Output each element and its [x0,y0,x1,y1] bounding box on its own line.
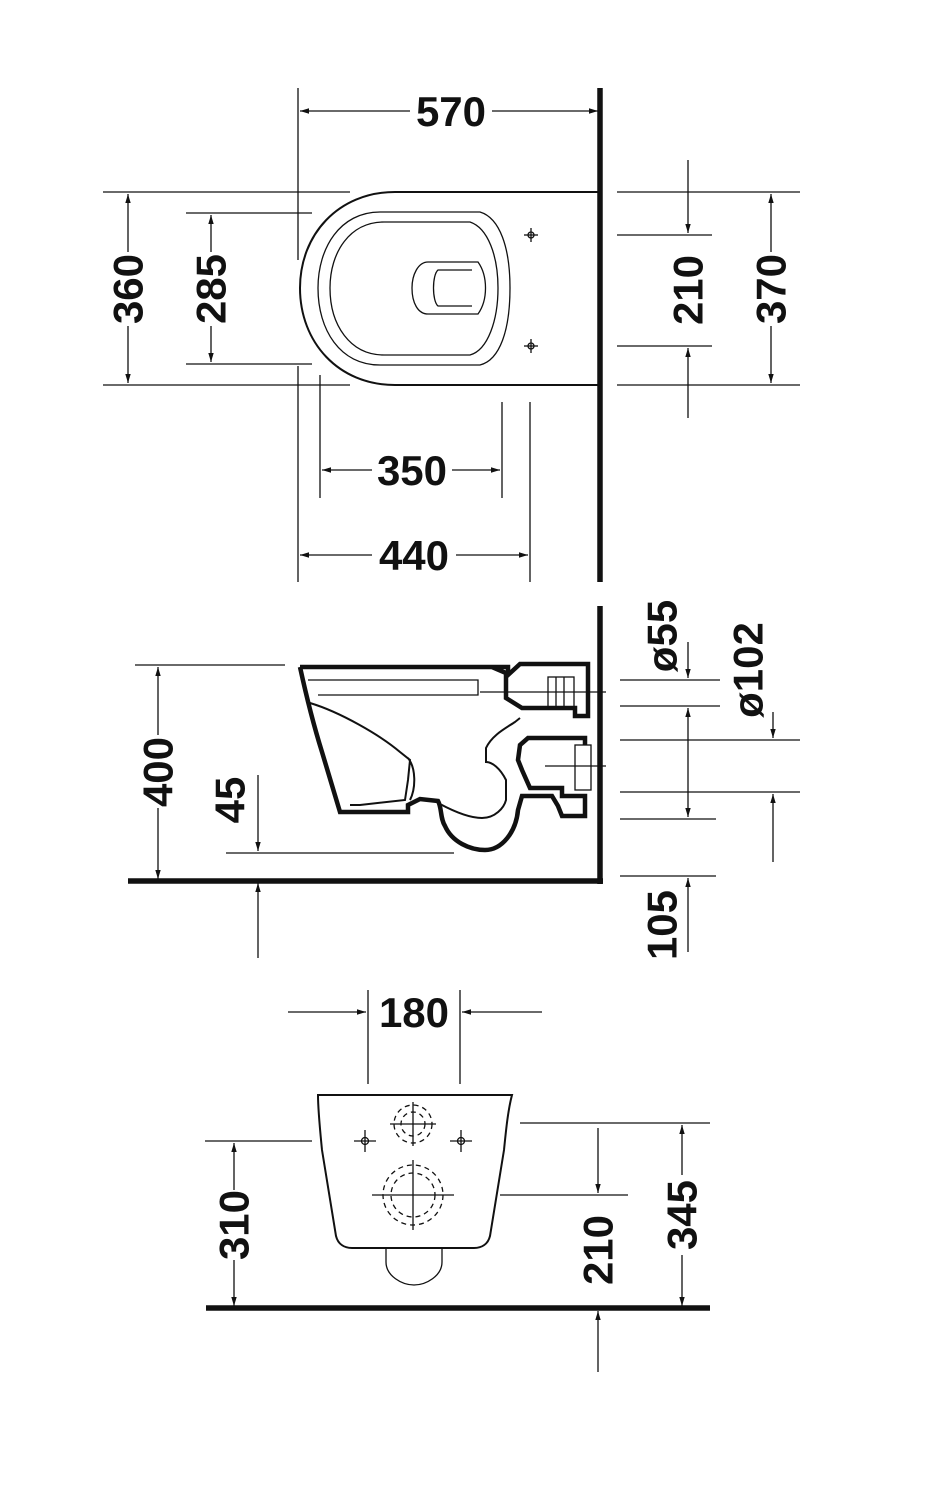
rear-view-body-outline [316,1094,514,1249]
rear-left-fixing-icon [354,1130,376,1152]
dim-440-label: 440 [379,532,449,579]
rear-view: 180 310 210 345 [205,989,710,1372]
rear-view-outlet-shape [385,1248,443,1286]
dim-45-label: 45 [207,777,254,824]
top-view-bowl-outline [298,191,600,386]
side-view-bowl-profile [297,661,591,853]
top-fixing-point-icon [524,228,538,242]
side-view-inner-bowl [309,702,416,806]
bottom-fixing-point-icon [524,339,538,353]
dim-570-label: 570 [416,88,486,135]
dim-370-label: 370 [748,254,795,324]
side-view-outlet-connector [574,744,592,791]
dim-210-top-label: 210 [665,255,712,325]
top-view-seat-opening [317,211,511,366]
dim-285-label: 285 [188,254,235,324]
side-view-trap [439,717,521,820]
side-view-seat [308,679,479,696]
dim-inlet-diameter-label: ø55 [639,600,686,672]
dim-345-label: 345 [659,1180,706,1250]
dim-outlet-diameter-label: ø102 [725,622,772,718]
rear-view-inlet-circle [390,1102,436,1146]
dim-180-label: 180 [379,989,449,1036]
dim-400-label: 400 [135,737,182,807]
dim-210-rear-label: 210 [575,1215,622,1285]
dim-360-label: 360 [105,254,152,324]
dim-310-label: 310 [211,1190,258,1260]
rear-view-outlet-circle [372,1160,454,1230]
top-view-bowl-rim [329,221,499,356]
top-view-outlet-inner [432,269,472,307]
top-view-outlet [411,261,487,315]
top-view: 570 360 285 210 370 350 440 [103,88,800,582]
rear-right-fixing-icon [450,1130,472,1152]
dim-105-label: 105 [639,890,686,960]
side-view: 400 45 ø55 ø102 105 [128,600,800,960]
dim-350-label: 350 [377,447,447,494]
